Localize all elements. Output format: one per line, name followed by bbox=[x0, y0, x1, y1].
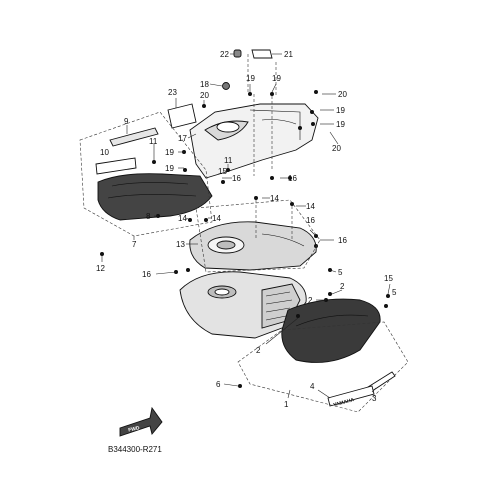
callout-16: 16 bbox=[306, 216, 315, 225]
assembly-boundaries bbox=[79, 54, 409, 413]
callout-7: 7 bbox=[132, 240, 137, 249]
callout-14: 14 bbox=[212, 214, 221, 223]
callout-10: 10 bbox=[100, 148, 109, 157]
callout-4: 4 bbox=[310, 382, 315, 391]
tank-middle-cover bbox=[189, 221, 317, 271]
callout-15: 15 bbox=[218, 167, 227, 176]
callout-16: 16 bbox=[288, 174, 297, 183]
clip-18 bbox=[222, 82, 230, 90]
callout-15: 15 bbox=[384, 274, 393, 283]
callout-20: 20 bbox=[338, 90, 347, 99]
callout-18: 18 bbox=[200, 80, 209, 89]
callout-1: 1 bbox=[284, 400, 289, 409]
callout-19: 19 bbox=[272, 74, 281, 83]
callout-19: 19 bbox=[336, 120, 345, 129]
forward-arrow: FWD bbox=[119, 406, 163, 437]
callout-2: 2 bbox=[308, 296, 313, 305]
callout-6: 6 bbox=[216, 380, 221, 389]
callout-23: 23 bbox=[168, 88, 177, 97]
emblem-9 bbox=[109, 127, 159, 147]
callout-20: 20 bbox=[332, 144, 341, 153]
yamaha-decal-4: YAMAHA bbox=[327, 385, 375, 408]
callout-14: 14 bbox=[306, 202, 315, 211]
yamaha-decal-text: YAMAHA bbox=[333, 397, 356, 408]
diagram-code: B344300-R271 bbox=[108, 445, 162, 454]
callout-16: 16 bbox=[338, 236, 347, 245]
side-panel-left bbox=[97, 173, 213, 221]
callout-21: 21 bbox=[284, 50, 293, 59]
callout-14: 14 bbox=[270, 194, 279, 203]
callout-3: 3 bbox=[372, 394, 377, 403]
callout-11: 11 bbox=[149, 137, 158, 146]
callout-16: 16 bbox=[232, 174, 241, 183]
grommet-22 bbox=[233, 49, 242, 58]
callout-17: 17 bbox=[178, 134, 187, 143]
decal-21 bbox=[251, 49, 273, 59]
callout-13: 13 bbox=[176, 240, 185, 249]
callout-12: 12 bbox=[96, 264, 105, 273]
callout-14: 14 bbox=[178, 214, 187, 223]
callout-5: 5 bbox=[338, 268, 343, 277]
callout-11: 11 bbox=[224, 156, 233, 165]
callout-2: 2 bbox=[256, 346, 261, 355]
callout-2: 2 bbox=[340, 282, 345, 291]
bolts bbox=[100, 90, 390, 388]
tank-side-cover bbox=[281, 298, 381, 363]
callout-19: 19 bbox=[165, 148, 174, 157]
callout-19: 19 bbox=[246, 74, 255, 83]
fwd-label: FWD bbox=[128, 425, 141, 433]
callout-20: 20 bbox=[200, 91, 209, 100]
callout-5: 5 bbox=[392, 288, 397, 297]
callout-16: 16 bbox=[142, 270, 151, 279]
callout-8: 8 bbox=[146, 212, 151, 221]
leader-lines bbox=[101, 53, 391, 399]
callout-9: 9 bbox=[124, 117, 129, 126]
decal-10 bbox=[95, 157, 137, 175]
callout-22: 22 bbox=[220, 50, 229, 59]
callout-labels: 22 21 18 19 19 20 20 23 19 19 9 17 11 20… bbox=[96, 50, 397, 409]
callout-19: 19 bbox=[336, 106, 345, 115]
callout-19: 19 bbox=[165, 164, 174, 173]
pad-23 bbox=[167, 103, 197, 129]
